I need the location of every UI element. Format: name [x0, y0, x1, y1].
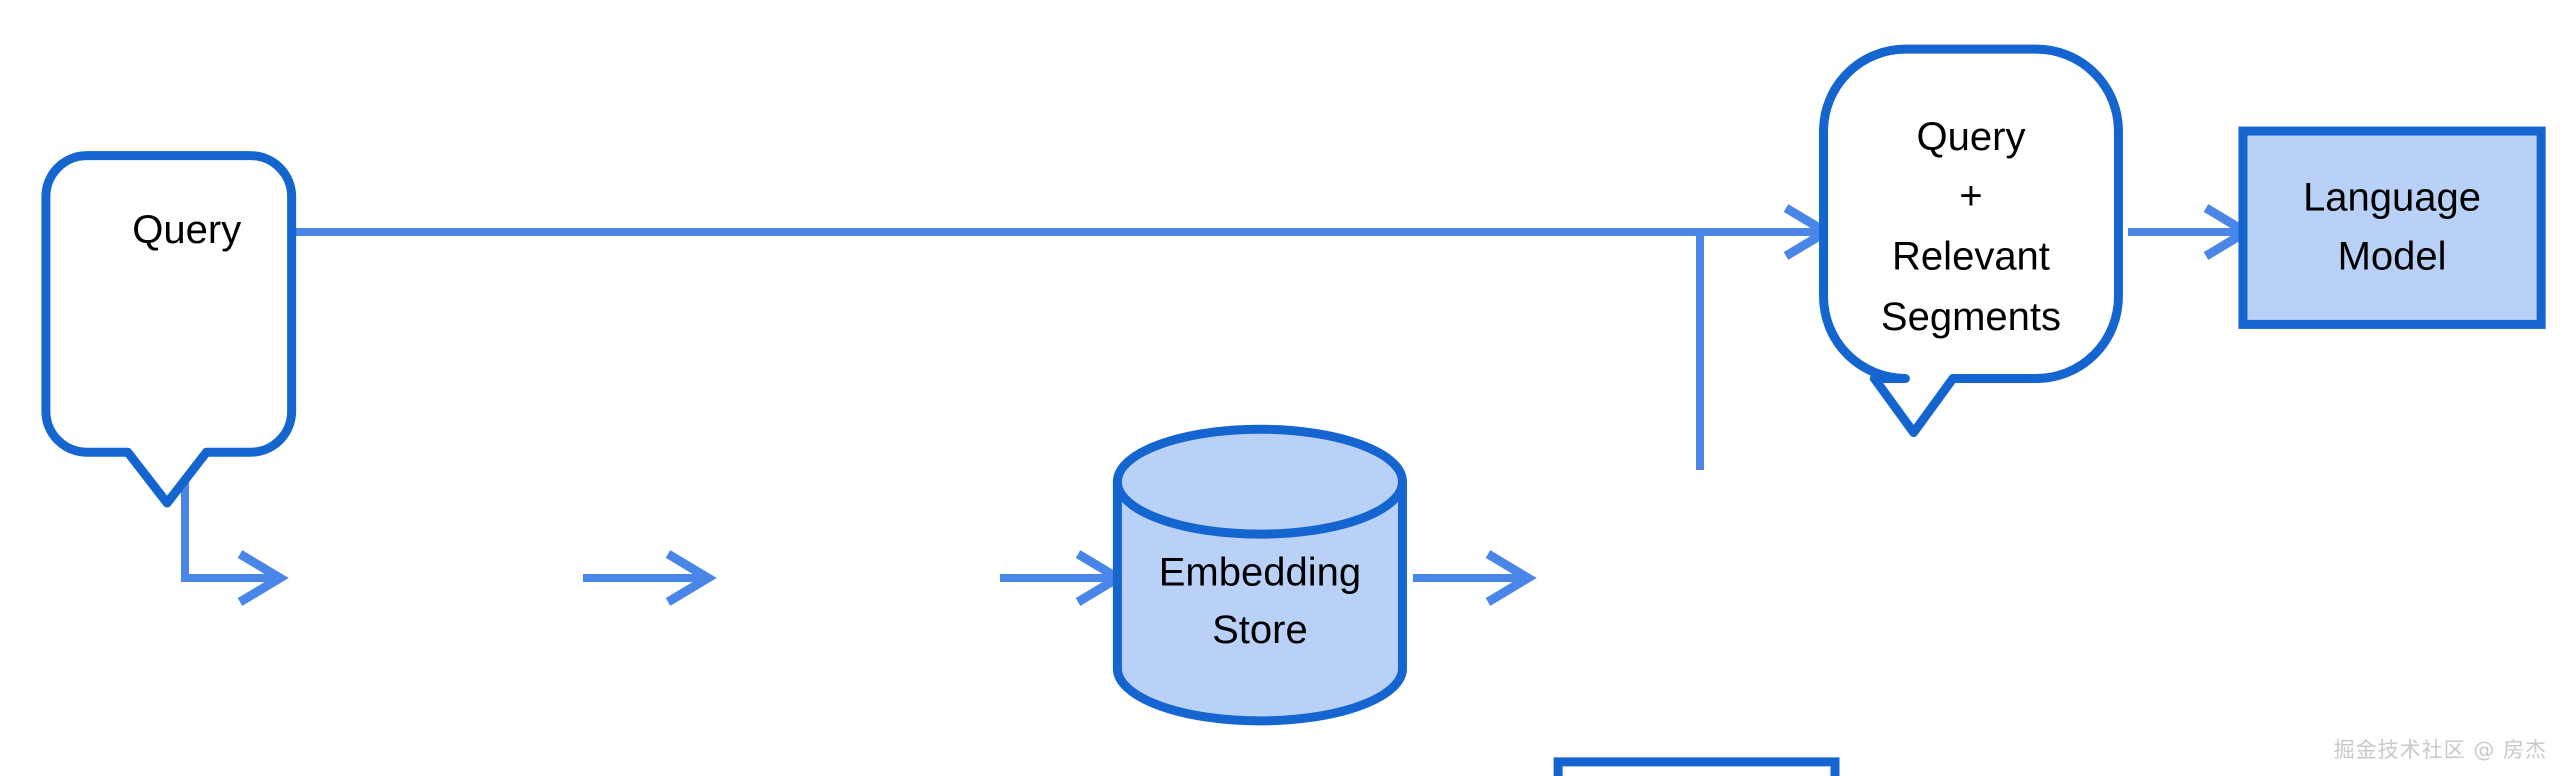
node-query-plus-label-line2: +	[1959, 174, 1982, 218]
node-embedding-store-label-line1: Embedding	[1159, 551, 1361, 595]
node-relevant-segments[interactable]: Relevant Segments	[1522, 757, 1840, 776]
node-query-label: Query	[132, 208, 241, 252]
node-query-plus-label-line4: Segments	[1881, 295, 2061, 339]
node-language-model-label-line2: Model	[2338, 234, 2447, 278]
edge-embedding-model-to-query-embedding	[583, 550, 717, 606]
embedding-store-body-shape	[1112, 424, 1407, 726]
edge-query-plus-to-language-model	[2128, 204, 2255, 260]
embedding-store-top-ellipse	[1112, 477, 1407, 539]
query-callout-shape	[41, 151, 297, 508]
node-query-plus-label-line1: Query	[1917, 115, 2026, 159]
node-language-model-label-line1: Language	[2303, 175, 2481, 219]
arrow-head-icon	[1485, 550, 1537, 606]
node-query[interactable]: Query	[41, 151, 297, 508]
language-model-shape	[2238, 126, 2546, 329]
node-embedding-store[interactable]: Embedding Store	[1112, 424, 1407, 726]
watermark: 掘金技术社区 @ 房杰	[2333, 738, 2547, 762]
query-plus-callout-shape	[1819, 44, 2123, 438]
edge-query-to-query-plus	[200, 204, 1835, 260]
edge-query-embedding-to-embedding-store	[1000, 550, 1127, 606]
node-language-model[interactable]: Language Model	[2238, 126, 2546, 329]
node-query-plus-relevant-segments[interactable]: Query + Relevant Segments	[1819, 44, 2123, 438]
arrow-head-icon	[665, 550, 717, 606]
edge-embedding-store-to-relevant-segments	[1413, 550, 1537, 606]
arrow-head-icon	[237, 550, 289, 606]
relevant-segments-back-document-shape	[1553, 757, 1840, 776]
node-query-plus-label-line3: Relevant	[1892, 234, 2050, 278]
node-embedding-store-label-line2: Store	[1212, 608, 1308, 652]
